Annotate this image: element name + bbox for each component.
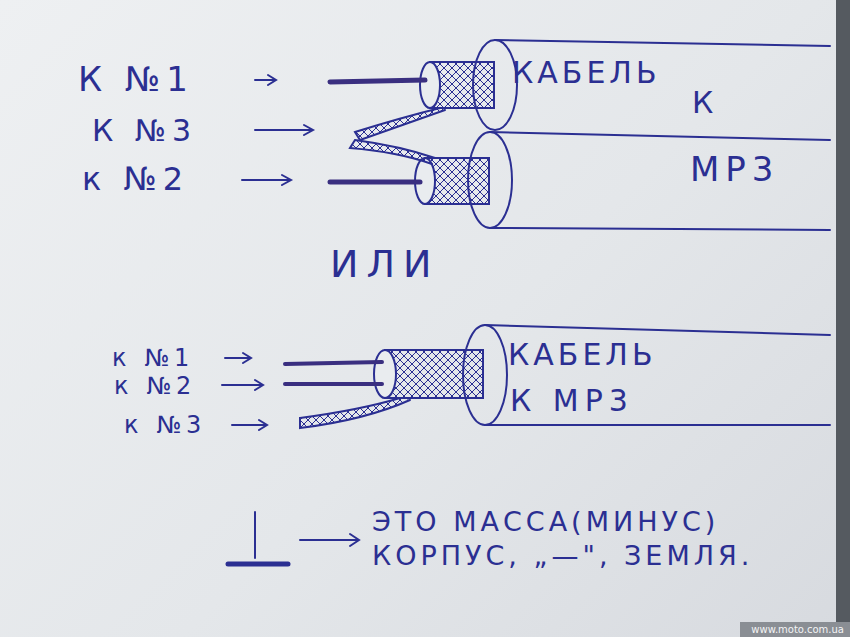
wire-label: к №3 [124,412,206,438]
cable-name: МР3 [690,151,779,188]
cable-name: К МР3 [510,384,634,417]
legend-text: ЭТО МАССА(МИНУС) КОРПУС, „—", ЗЕМЛЯ. [372,505,827,573]
watermark: www.moto.com.ua [751,624,844,635]
cable-name: КАБЕЛЬ [508,338,657,371]
or-word: ИЛИ [330,244,439,286]
cable-name: КАБЕЛЬ [512,56,661,89]
wire-label: к №2 [114,373,196,399]
wire-label: к №2 [82,162,189,197]
cable-name: К [692,86,713,119]
wire-label: К №3 [92,114,197,147]
wire-label: к №1 [112,345,194,371]
wire-label: К №1 [78,61,194,98]
